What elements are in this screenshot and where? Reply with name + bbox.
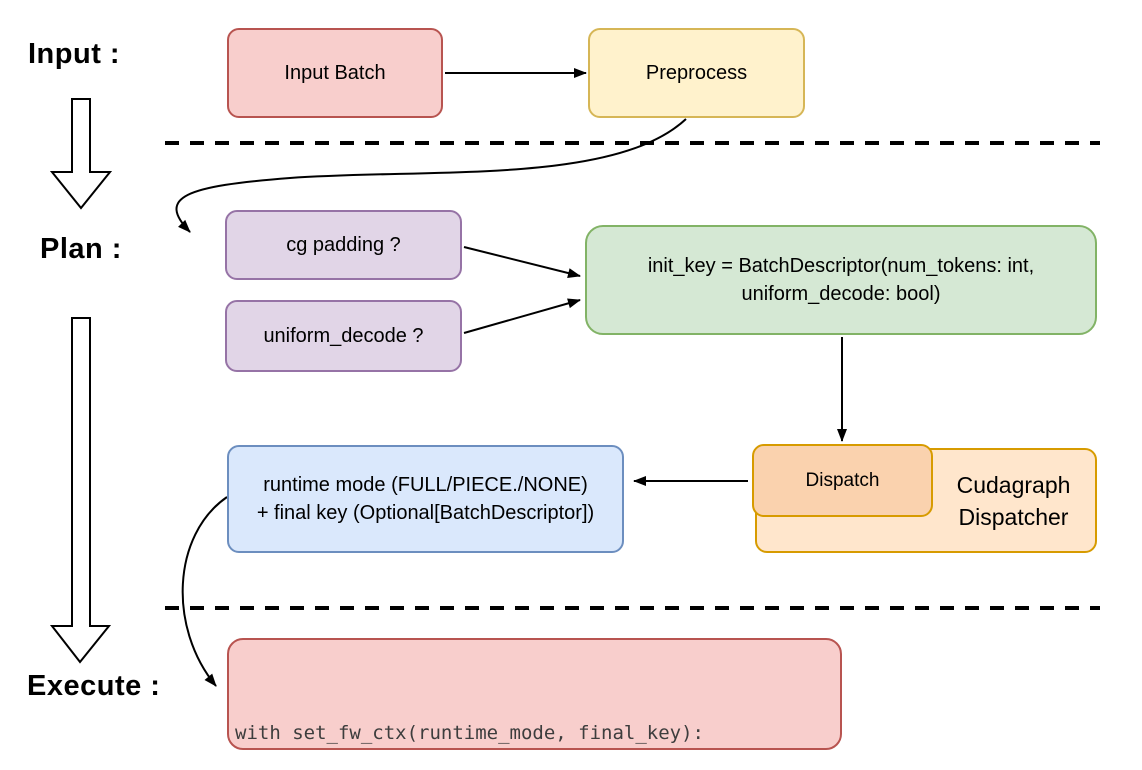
- node-runtime-mode-line2: + final key (Optional[BatchDescriptor]): [256, 502, 595, 524]
- node-dispatch: Dispatch: [752, 444, 933, 517]
- edge-runtimemode-to-execute: [181, 496, 228, 687]
- node-cg-padding-label: cg padding ?: [286, 234, 401, 256]
- phase-label-input: Input :: [28, 38, 121, 70]
- node-cudagraph-dispatcher-label: Cudagraph Dispatcher: [930, 448, 1097, 553]
- phase-arrow-plan-to-execute: [49, 317, 112, 664]
- node-runtime-mode-line1: runtime mode (FULL/PIECE./NONE): [263, 474, 588, 496]
- node-input-batch-label: Input Batch: [284, 62, 386, 84]
- node-uniform-decode: uniform_decode ?: [225, 300, 462, 372]
- edge-uniformdecode-to-initkey: [463, 298, 581, 334]
- node-execute-code: with set_fw_ctx(runtime_mode, final_key)…: [227, 638, 842, 750]
- cudagraph-dispatcher-line1: Cudagraph: [956, 471, 1071, 498]
- node-init-key: init_key = BatchDescriptor(num_tokens: i…: [585, 225, 1097, 335]
- node-dispatch-label: Dispatch: [805, 469, 880, 491]
- edge-preprocess-to-plan: [175, 118, 687, 233]
- node-cg-padding: cg padding ?: [225, 210, 462, 280]
- phase-label-execute: Execute :: [27, 670, 161, 702]
- cudagraph-dispatcher-line2: Dispatcher: [958, 503, 1069, 530]
- phase-arrow-input-to-plan: [49, 98, 113, 210]
- node-init-key-line1: init_key = BatchDescriptor(num_tokens: i…: [647, 255, 1035, 277]
- node-uniform-decode-label: uniform_decode ?: [263, 325, 424, 347]
- node-init-key-line2: uniform_decode: bool): [741, 283, 941, 305]
- node-preprocess-label: Preprocess: [645, 62, 748, 84]
- edge-cgpadding-to-initkey: [463, 246, 581, 278]
- node-runtime-mode: runtime mode (FULL/PIECE./NONE) + final …: [227, 445, 624, 553]
- node-input-batch: Input Batch: [227, 28, 443, 118]
- node-preprocess: Preprocess: [588, 28, 805, 118]
- execute-code-line1: with set_fw_ctx(runtime_mode, final_key)…: [235, 722, 704, 744]
- phase-label-plan: Plan :: [40, 233, 122, 265]
